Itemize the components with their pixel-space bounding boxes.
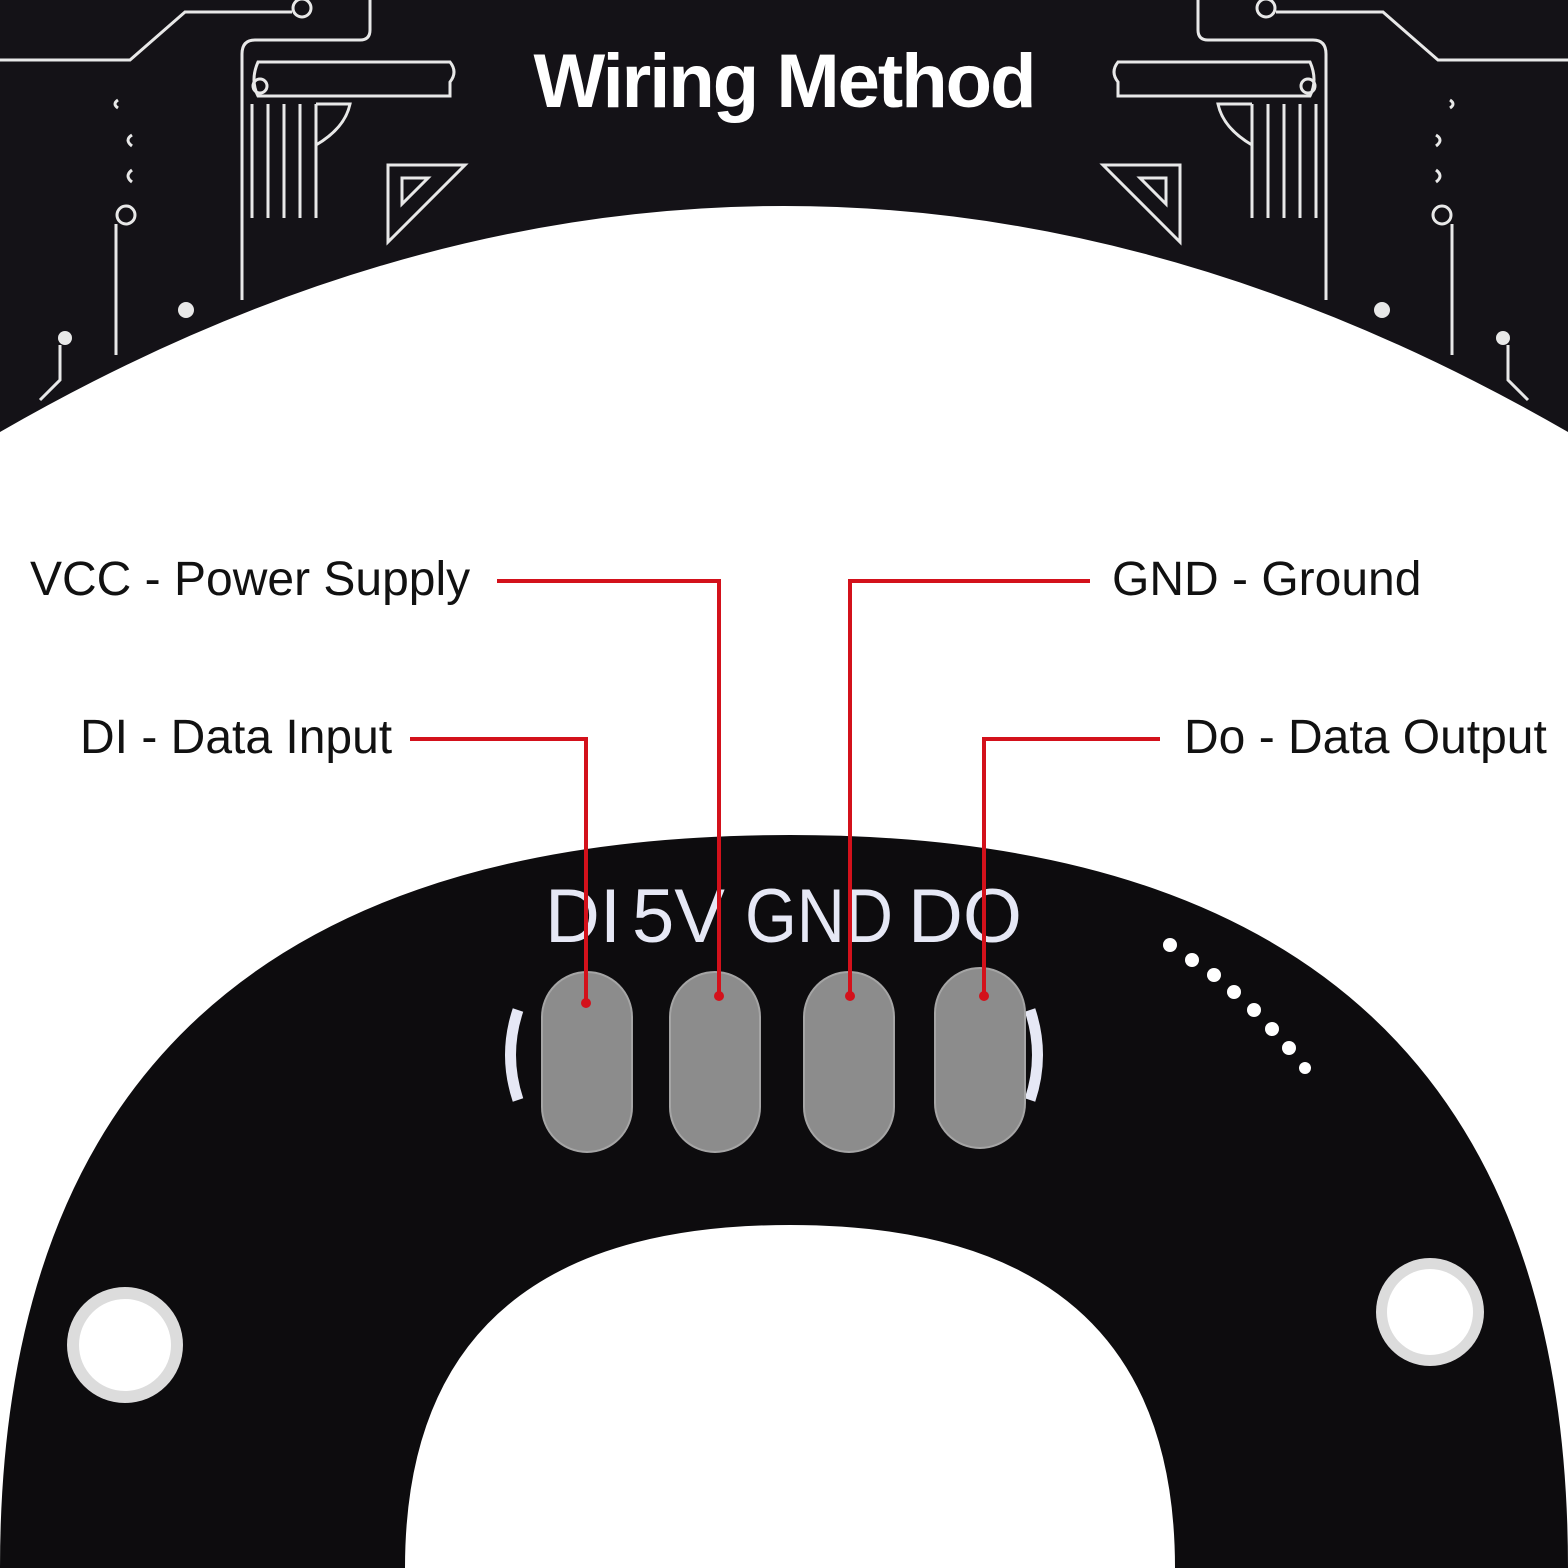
circuit-decoration-left bbox=[0, 0, 469, 402]
silk-label-gnd: GND bbox=[745, 874, 893, 959]
callout-vcc: VCC - Power Supply bbox=[30, 553, 471, 606]
mounting-hole-left bbox=[67, 1287, 183, 1403]
leader-line-gnd bbox=[848, 579, 1090, 996]
pad-5v bbox=[669, 971, 761, 1153]
silkscreen-outline bbox=[505, 1008, 1043, 1102]
callout-gnd: GND - Ground bbox=[1112, 553, 1422, 606]
pcb-edge-notches bbox=[1163, 938, 1311, 1074]
callout-di: DI - Data Input bbox=[80, 711, 393, 764]
leader-endpoints bbox=[581, 991, 989, 1008]
silk-label-do: DO bbox=[908, 874, 1022, 959]
circuit-dots-left bbox=[58, 302, 194, 345]
circuit-dots-right bbox=[1374, 302, 1510, 345]
page-title: Wiring Method bbox=[533, 39, 1037, 124]
callout-do: Do - Data Output bbox=[1184, 711, 1547, 764]
pad-do bbox=[934, 967, 1026, 1149]
pcb-ring bbox=[0, 835, 1568, 1568]
solder-pads bbox=[541, 967, 1026, 1153]
leader-line-do bbox=[982, 737, 1160, 996]
leader-line-vcc bbox=[497, 579, 721, 996]
mounting-hole-right bbox=[1376, 1258, 1484, 1366]
leader-lines bbox=[410, 579, 1160, 1003]
circuit-decoration-right bbox=[1099, 0, 1568, 402]
header-banner bbox=[0, 0, 1568, 432]
silk-label-di: DI bbox=[545, 874, 621, 959]
leader-line-di bbox=[410, 737, 588, 1003]
silk-label-5v: 5V bbox=[632, 874, 725, 959]
